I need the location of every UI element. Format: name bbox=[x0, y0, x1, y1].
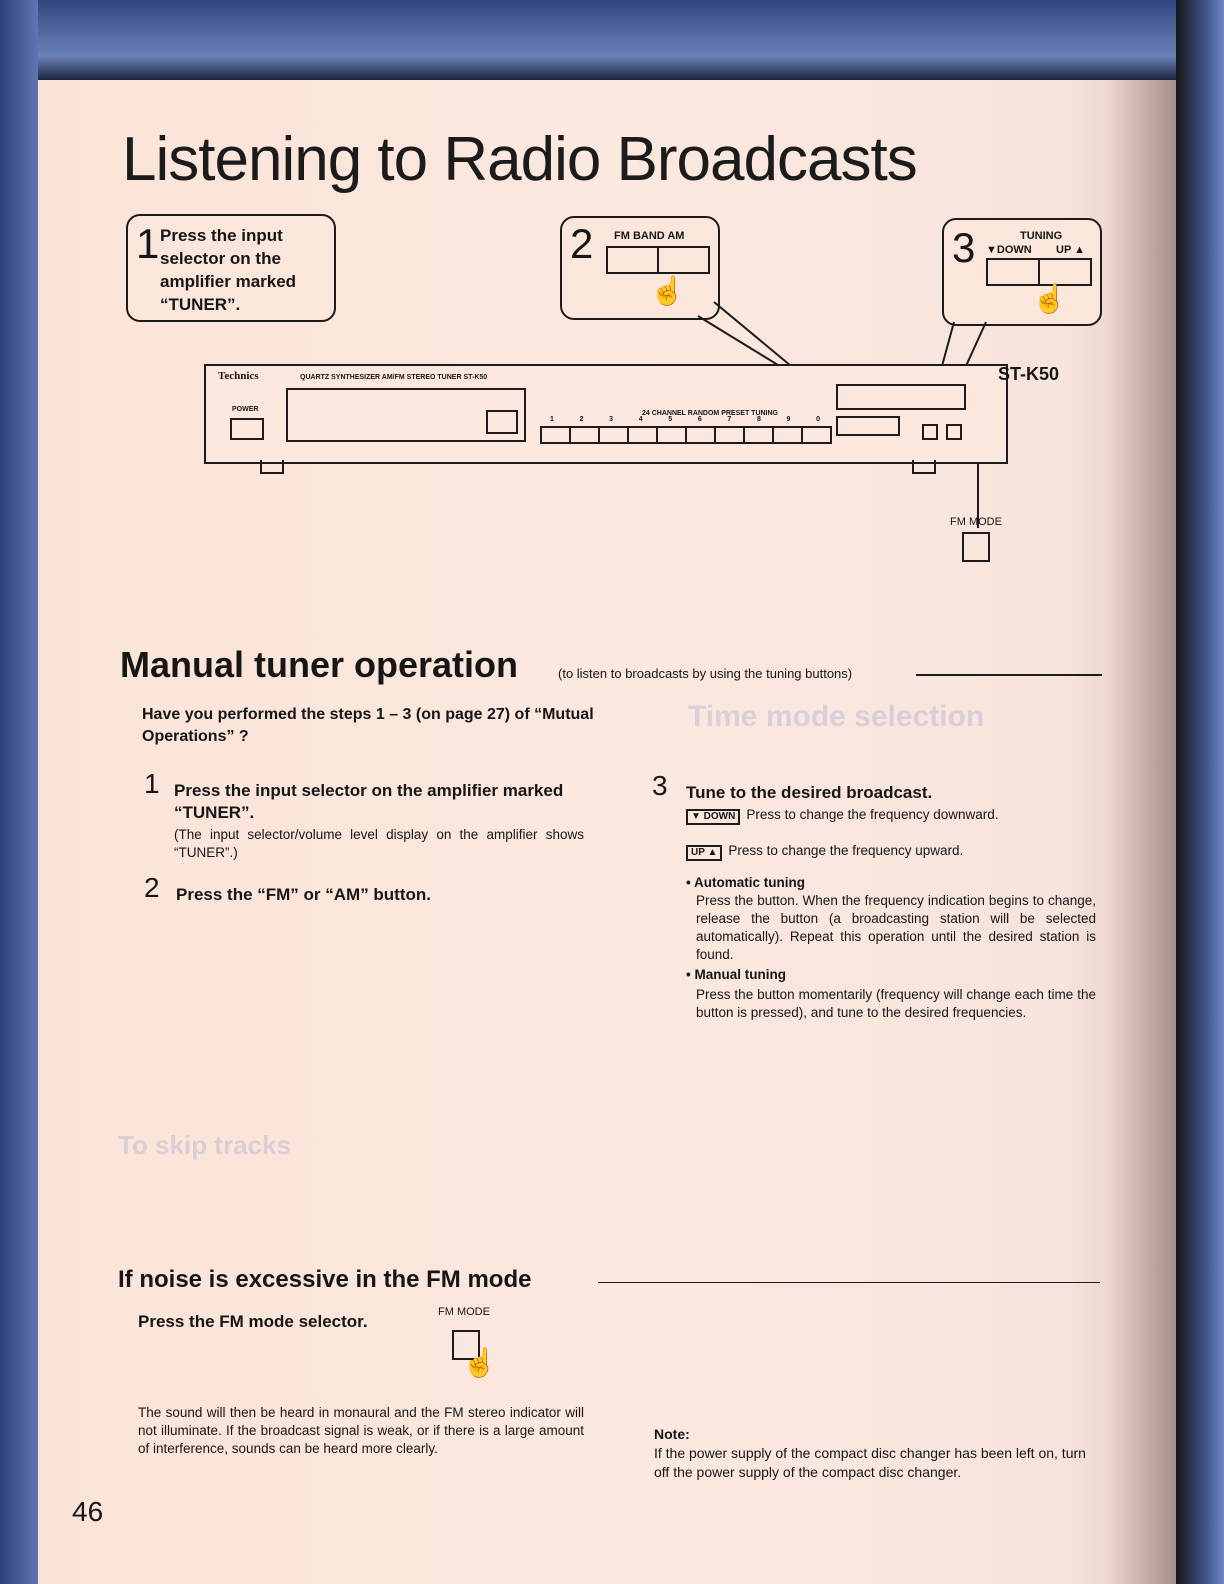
scan-background-right bbox=[1176, 0, 1224, 1584]
page-gutter-shadow bbox=[1106, 80, 1176, 1584]
memory-button[interactable] bbox=[922, 424, 938, 440]
step1-callout: 1 Press the input selector on the amplif… bbox=[126, 214, 336, 322]
note-heading: Note: bbox=[654, 1426, 690, 1442]
display-window bbox=[486, 410, 518, 434]
tuner-foot bbox=[912, 460, 936, 474]
bleed-through-text: To skip tracks bbox=[118, 1130, 291, 1160]
up-key-icon: UP ▲ bbox=[686, 845, 723, 861]
tuner-description: QUARTZ SYNTHESIZER AM/FM STEREO TUNER ST… bbox=[300, 374, 488, 381]
scan-background-left bbox=[0, 0, 38, 1584]
power-button[interactable] bbox=[230, 418, 264, 440]
brand-logo: Technics bbox=[218, 370, 259, 382]
fm-mode-callout-label: FM MODE bbox=[950, 516, 1002, 528]
fm-button[interactable] bbox=[608, 248, 659, 272]
step2-number: 2 bbox=[570, 220, 594, 267]
page-title: Listening to Radio Broadcasts bbox=[122, 125, 918, 194]
automatic-tuning-heading: • Automatic tuning bbox=[686, 875, 805, 890]
manual-step2-heading: Press the “FM” or “AM” button. bbox=[176, 885, 431, 904]
manual-step3-heading: Tune to the desired broadcast. bbox=[686, 783, 933, 802]
manual-step3-number: 3 bbox=[652, 770, 668, 801]
fm-band-am-label: FM BAND AM bbox=[614, 230, 685, 242]
step3-callout: 3 TUNING ▼DOWN UP ▲ ☝ bbox=[942, 218, 1102, 326]
fm-mode-button bbox=[452, 1330, 480, 1360]
note-body: If the power supply of the compact disc … bbox=[654, 1445, 1086, 1480]
fm-am-panel-buttons[interactable] bbox=[836, 416, 900, 436]
noise-fm-mode-label: FM MODE bbox=[438, 1306, 490, 1318]
heading-rule bbox=[598, 1282, 1100, 1283]
noise-step: Press the FM mode selector. bbox=[138, 1312, 368, 1331]
manual-tuner-subheading: (to listen to broadcasts by using the tu… bbox=[558, 666, 853, 681]
pressing-hand-icon: ☝ bbox=[650, 275, 685, 306]
tuning-down-label: ▼DOWN bbox=[986, 244, 1032, 256]
manual-step1-body: (The input selector/volume level display… bbox=[174, 827, 584, 860]
tuning-down-button[interactable] bbox=[988, 260, 1040, 284]
noise-heading: If noise is excessive in the FM mode bbox=[118, 1266, 532, 1293]
up-instruction: UP ▲Press to change the frequency upward… bbox=[686, 842, 1106, 861]
step1-number: 1 bbox=[136, 220, 160, 267]
step2-callout: 2 FM BAND AM ☝ bbox=[560, 216, 720, 320]
fm-am-buttons[interactable] bbox=[606, 246, 710, 274]
tuning-buttons[interactable] bbox=[986, 258, 1092, 286]
down-key-icon: ▼ DOWN bbox=[686, 809, 741, 825]
manual-tuner-heading: Manual tuner operation bbox=[120, 644, 519, 685]
bleed-through-text: Time mode selection bbox=[688, 700, 985, 733]
manual-step1-number: 1 bbox=[144, 768, 160, 799]
tuning-panel-buttons[interactable] bbox=[836, 384, 966, 410]
frequency-display bbox=[286, 388, 526, 442]
tuning-up-label: UP ▲ bbox=[1056, 244, 1086, 256]
prerequisite-question: Have you performed the steps 1 – 3 (on p… bbox=[142, 706, 594, 745]
fm-mode-panel-button[interactable] bbox=[946, 424, 962, 440]
step3-number: 3 bbox=[952, 224, 976, 271]
preset-buttons[interactable] bbox=[540, 426, 832, 444]
page-number: 46 bbox=[72, 1496, 104, 1527]
manual-step1-heading: Press the input selector on the amplifie… bbox=[174, 781, 564, 822]
tuning-label: TUNING bbox=[1020, 230, 1063, 242]
callout-connector-lines bbox=[697, 301, 987, 528]
preset-label: 24 CHANNEL RANDOM PRESET TUNING bbox=[642, 410, 778, 417]
fm-mode-callout-button bbox=[962, 532, 990, 562]
power-label: POWER bbox=[232, 406, 259, 413]
manual-step2-number: 2 bbox=[144, 872, 160, 903]
manual-tuning-heading: • Manual tuning bbox=[686, 967, 786, 982]
scan-background-top bbox=[0, 0, 1224, 80]
tuner-front-panel: Technics QUARTZ SYNTHESIZER AM/FM STEREO… bbox=[204, 364, 1008, 464]
tuner-foot bbox=[260, 460, 284, 474]
pressing-hand-icon: ☝ bbox=[462, 1347, 497, 1378]
model-label: ST-K50 bbox=[998, 364, 1060, 384]
heading-rule bbox=[916, 674, 1102, 676]
automatic-tuning-body: Press the button. When the frequency ind… bbox=[696, 893, 1096, 962]
manual-page: Time mode selection To skip tracks Liste… bbox=[38, 80, 1176, 1584]
noise-body: The sound will then be heard in monaural… bbox=[138, 1405, 584, 1456]
preset-numbers: 1 2 3 4 5 6 7 8 9 0 bbox=[550, 416, 820, 423]
manual-tuning-body: Press the button momentarily (frequency … bbox=[696, 987, 1096, 1020]
pressing-hand-icon: ☝ bbox=[1032, 283, 1067, 314]
step1-text: Press the input selector on the amplifie… bbox=[160, 226, 297, 314]
